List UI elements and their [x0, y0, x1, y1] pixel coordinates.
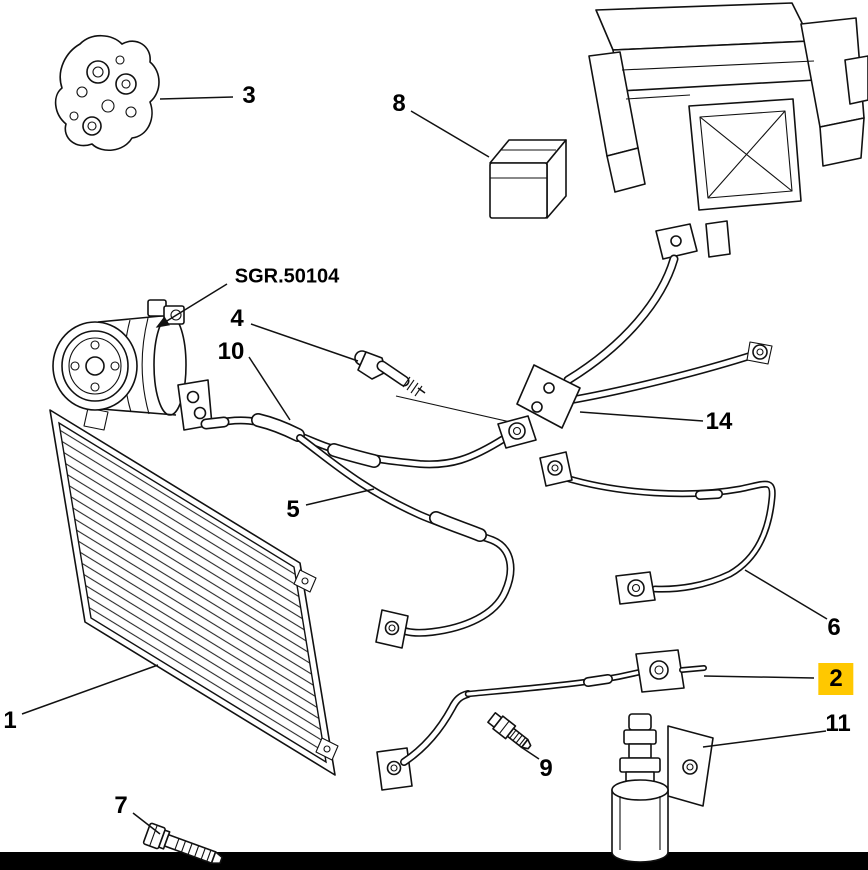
bottom-bar: [0, 852, 868, 870]
relay-drawing: [489, 139, 567, 219]
reference-label: SGR.50104: [234, 265, 340, 288]
part-label-14: 14: [705, 408, 733, 435]
hvac-unit-drawing: [588, 2, 868, 258]
hoses-drawing: [200, 413, 537, 649]
part-label-5: 5: [286, 496, 300, 523]
part-label-10: 10: [217, 338, 245, 365]
pipe-2-drawing: [376, 649, 707, 791]
bracket-pipe-drawing: [395, 223, 773, 429]
part-label-7: 7: [114, 792, 128, 819]
gasket-plate-drawing: [54, 34, 160, 151]
part-label-6: 6: [827, 614, 841, 641]
compressor-drawing: [52, 299, 213, 431]
pipe-6-drawing: [539, 451, 776, 605]
part-label-3: 3: [242, 82, 256, 109]
condenser-drawing: [49, 409, 339, 776]
part-label-8: 8: [392, 90, 406, 117]
part-label-2-highlighted: 2: [818, 663, 854, 695]
pressure-switch-drawing: [354, 350, 426, 397]
valve-drawing: [487, 712, 532, 750]
part-label-4: 4: [230, 305, 244, 332]
part-label-9: 9: [539, 755, 553, 782]
leader-lines: [21, 96, 828, 835]
receiver-drier-drawing: [611, 713, 714, 863]
bolt-drawing: [142, 822, 223, 864]
part-label-11: 11: [825, 710, 851, 737]
part-label-1: 1: [3, 707, 17, 734]
